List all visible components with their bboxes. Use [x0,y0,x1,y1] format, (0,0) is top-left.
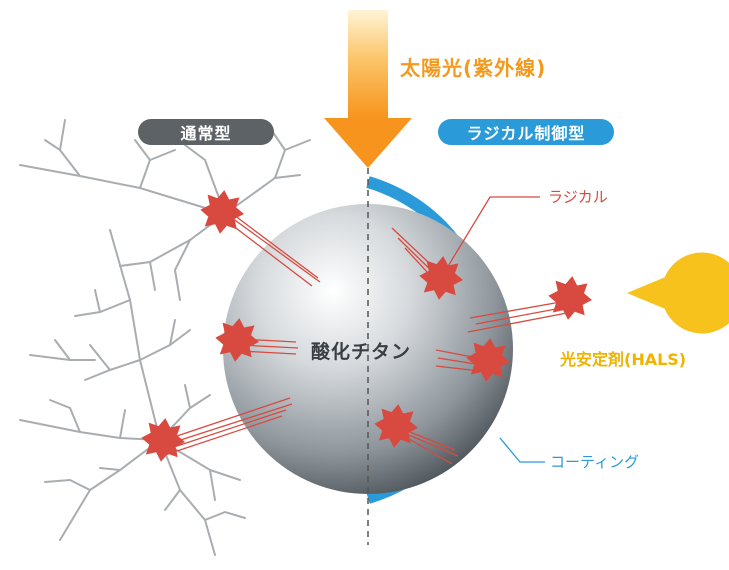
hals-pacman-icon [627,253,729,334]
coating-leader-line [500,438,545,462]
radical-control-type-pill: ラジカル制御型 [438,119,614,145]
normal-type-pill: 通常型 [138,119,274,145]
titanium-oxide-label: 酸化チタン [311,337,411,364]
coating-label: コーティング [550,451,639,472]
radical-burst-icon [141,418,185,462]
hals-label: 光安定剤(HALS) [560,346,686,370]
radical-label: ラジカル [548,186,608,207]
radical-burst-icon [548,276,592,320]
sunlight-label: 太陽光(紫外線) [400,52,546,81]
sunlight-arrow [324,10,412,168]
